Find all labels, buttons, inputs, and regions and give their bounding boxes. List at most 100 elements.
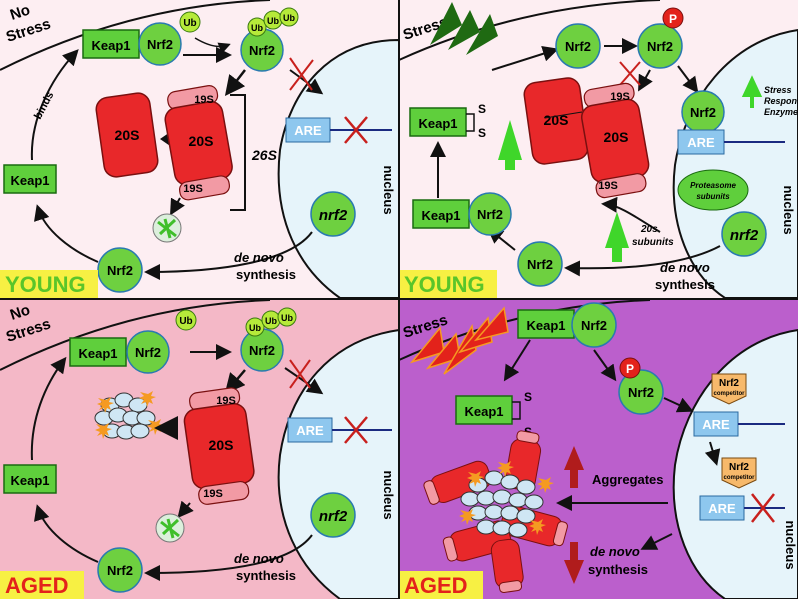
- nucleus-label: nucleus: [381, 165, 396, 214]
- ub-circle: [245, 317, 265, 337]
- keap1-label: Keap1: [78, 346, 117, 361]
- synthesis-label: synthesis: [236, 267, 296, 282]
- cross-icon: [344, 416, 368, 444]
- nrf2-gene-circle: [310, 191, 356, 237]
- nrf2-label: Nrf2: [107, 563, 133, 578]
- panel-young-no-stress: No Stress Keap1 Nrf2 Ub Nrf2 Ub Ub Ub 20…: [0, 0, 400, 299]
- nrf2-label: Nrf2: [527, 257, 553, 272]
- stress-triangles: [430, 2, 498, 55]
- competitor-label-2: competitor: [723, 475, 755, 481]
- degraded-nrf2-fragments: [155, 513, 185, 543]
- enzymes-label-2: Responsive: [764, 96, 798, 106]
- nrf2-label: Nrf2: [628, 385, 654, 400]
- nrf2-label: Nrf2: [647, 39, 673, 54]
- phospho-circle: [619, 357, 641, 379]
- nrf2-circle: [571, 302, 617, 348]
- nrf2-circle: [555, 23, 601, 69]
- no-stress-label: No: [8, 301, 32, 323]
- are-box: [287, 417, 333, 443]
- panel-young-stress: Stress Nrf2 Nrf2 P Keap1 S S 20S: [398, 0, 798, 299]
- cross-icon: [751, 493, 775, 523]
- arrow: [704, 441, 721, 466]
- arrow: [491, 46, 559, 71]
- age-label-box: [0, 571, 84, 599]
- keap1-box: [455, 395, 513, 425]
- phospho-circle: [662, 7, 684, 29]
- nrf2-label: Nrf2: [581, 318, 607, 333]
- nucleus-label: nucleus: [381, 470, 396, 519]
- synthesis-down-arrow: [564, 542, 584, 584]
- 26s-proteasome: [183, 387, 255, 505]
- 20s-label: 20S: [189, 133, 214, 149]
- ub-label: Ub: [267, 16, 279, 26]
- nrf2-circle: [126, 330, 170, 374]
- proteasome-subunits-label-1: Proteasome: [690, 181, 736, 190]
- ub-label: Ub: [183, 18, 196, 29]
- 19s-top-label: 19S: [216, 395, 236, 407]
- keap1-box: [517, 309, 575, 339]
- arrow: [593, 349, 617, 382]
- denovo-label: de novo: [234, 250, 284, 265]
- are-label: ARE: [294, 123, 322, 138]
- age-label-box: [399, 571, 483, 599]
- ub-label: Ub: [251, 23, 263, 33]
- nrf2-ub-label: Nrf2: [249, 343, 275, 358]
- cell-membrane: [0, 299, 271, 371]
- 20s-subunits-label-1: 20s: [640, 224, 658, 235]
- keap1-box: [69, 337, 127, 367]
- sulfur-label: S: [524, 390, 532, 404]
- are-box: [677, 129, 725, 155]
- arrow: [177, 500, 194, 519]
- nrf2-gene-circle: [721, 211, 767, 257]
- age-label-box: [399, 270, 497, 298]
- 19s-bottom-label: 19S: [598, 180, 618, 192]
- nrf2-circle: [517, 241, 563, 287]
- nucleus-label: nucleus: [783, 520, 798, 569]
- nrf2-label: Nrf2: [107, 263, 133, 278]
- panel-aged-stress: Stress Keap1 Nrf2 Keap1 S S Nrf2 P Nrf2 …: [398, 299, 798, 600]
- ub-circle: [179, 11, 201, 33]
- arrow: [640, 533, 673, 550]
- arrow: [170, 197, 185, 216]
- nrf2-p-circle: [637, 23, 683, 69]
- phospho-label: P: [669, 12, 677, 26]
- keap1-label: Keap1: [10, 473, 49, 488]
- sulfur-label: S: [478, 102, 486, 116]
- synthesis-arrow: [564, 245, 721, 277]
- cross-icon: [344, 116, 368, 144]
- enzymes-label-1: Stress: [764, 85, 792, 95]
- competitor-label-1: Nrf2: [729, 462, 749, 473]
- are-box: [285, 117, 331, 143]
- age-label: AGED: [404, 573, 468, 598]
- 19s-top-label: 19S: [610, 91, 630, 103]
- aggregates-up-arrow: [564, 446, 584, 488]
- cross-icon: [289, 57, 314, 91]
- panel-aged-no-stress: No Stress Keap1 Nrf2 Ub Nrf2 Ub Ub Ub: [0, 299, 400, 600]
- nrf2-ub-label: Nrf2: [249, 43, 275, 58]
- age-label: YOUNG: [404, 272, 485, 297]
- up-arrow-green: [498, 120, 522, 170]
- stress-triangles: [409, 306, 509, 375]
- competitor-label-1: Nrf2: [719, 378, 739, 389]
- ub-circle: [247, 17, 267, 37]
- proteasome-subunits-label-2: subunits: [696, 192, 730, 201]
- arrow: [224, 369, 246, 394]
- are-label: ARE: [687, 135, 715, 150]
- nrf2-circle: [97, 547, 143, 593]
- arrow-to-nucleus: [663, 397, 694, 413]
- age-label-box: [0, 270, 98, 298]
- up-arrow-green: [741, 75, 763, 108]
- nrf2-gene-label: nrf2: [730, 227, 759, 244]
- arrow-to-nucleus: [284, 367, 324, 395]
- nrf2-gene-label: nrf2: [319, 508, 348, 525]
- synthesis-label: synthesis: [655, 277, 715, 292]
- no-stress-label: No: [8, 1, 32, 23]
- nrf2-label: Nrf2: [565, 39, 591, 54]
- arrow: [34, 204, 99, 263]
- disulfide-bond: [466, 113, 475, 132]
- are-label: ARE: [708, 501, 736, 516]
- ub-label: Ub: [283, 13, 295, 23]
- are-label: ARE: [702, 417, 730, 432]
- enzymes-label-3: Enzymes: [764, 107, 798, 117]
